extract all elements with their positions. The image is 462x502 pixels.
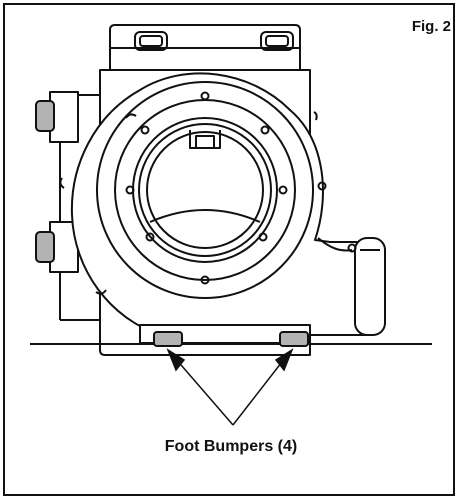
callout-arrows xyxy=(166,348,294,426)
inlet-interior xyxy=(149,130,261,223)
side-knob-lower xyxy=(35,221,79,273)
figure-caption: Foot Bumpers (4) xyxy=(164,438,298,455)
top-handle xyxy=(109,24,301,71)
foot-bumper-left xyxy=(153,331,183,347)
side-knob-upper xyxy=(35,91,79,143)
outlet-duct xyxy=(354,237,386,336)
ring-bolts xyxy=(125,91,357,285)
figure-label: Fig. 2 xyxy=(411,18,451,35)
foot-bumper-right xyxy=(279,331,309,347)
